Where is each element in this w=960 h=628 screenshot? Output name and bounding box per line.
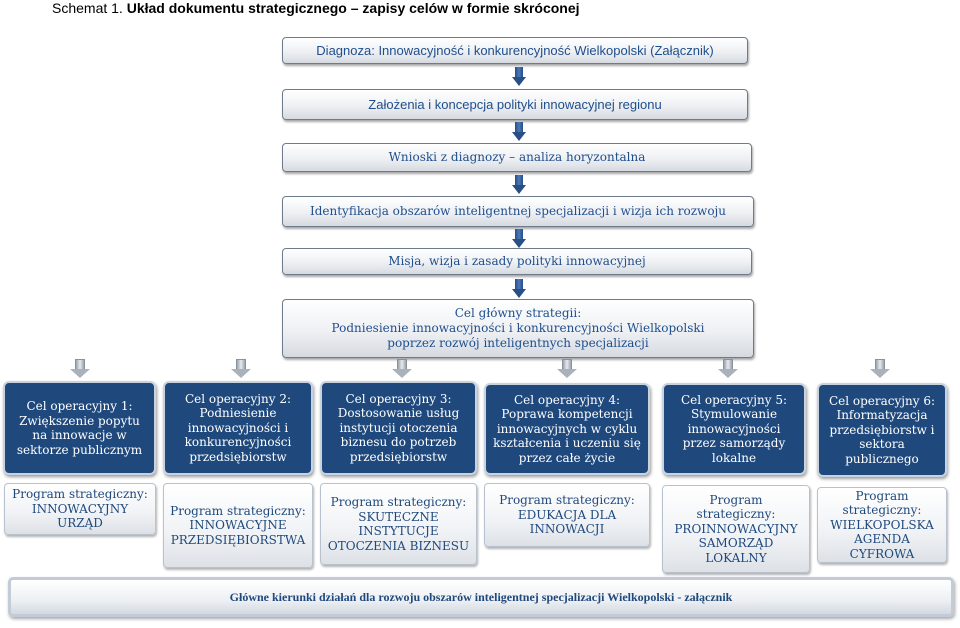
main-directions-text: Główne kierunki działań dla rozwoju obsz… bbox=[229, 589, 733, 604]
operational-goal-1: Cel operacyjny 1: Zwiększenie popytu na … bbox=[3, 381, 156, 475]
flow-step-label: Wnioski z diagnozy – analiza horyzontaln… bbox=[388, 150, 646, 164]
operational-goal-text: Cel operacyjny 2: Podniesienie innowacyj… bbox=[184, 391, 292, 464]
caption-title: Układ dokumentu strategicznego – zapisy … bbox=[126, 0, 580, 16]
flow-step-label: Misja, wizja i zasady polityki innowacyj… bbox=[388, 254, 646, 268]
strategic-program-2: Program strategiczny: INNOWACYJNE PRZEDS… bbox=[163, 483, 313, 568]
main-goal-heading: Cel główny strategii: bbox=[454, 306, 582, 320]
program-name: INNOWACYJNY URZĄD bbox=[31, 501, 129, 531]
down-arrow-icon bbox=[70, 359, 90, 379]
operational-goal-6: Cel operacyjny 6: Informatyzacja przedsi… bbox=[817, 383, 947, 477]
strategic-program-4: Program strategiczny: EDUKACJA DLA INNOW… bbox=[484, 483, 650, 547]
down-arrow-icon bbox=[512, 279, 526, 299]
program-label: Program strategiczny: bbox=[696, 492, 776, 522]
strategic-program-3: Program strategiczny: SKUTECZNE INSTYTUC… bbox=[320, 483, 477, 565]
flow-step-mission: Misja, wizja i zasady polityki innowacyj… bbox=[282, 248, 752, 275]
main-goal-box: Cel główny strategii: Podniesienie innow… bbox=[282, 299, 754, 358]
down-arrow-icon bbox=[512, 175, 526, 195]
program-name: WIELKOPOLSKA AGENDA CYFROWA bbox=[830, 517, 934, 561]
program-label: Program strategiczny: bbox=[170, 503, 306, 518]
operational-goal-text: Cel operacyjny 5: Stymulowanie innowacyj… bbox=[680, 392, 788, 465]
operational-goal-text: Cel operacyjny 1: Zwiększenie popytu na … bbox=[16, 399, 143, 457]
operational-goal-text: Cel operacyjny 4: Poprawa kompetencji in… bbox=[493, 392, 641, 465]
flow-step-label: Identyfikacja obszarów inteligentnej spe… bbox=[309, 204, 727, 218]
strategic-program-1: Program strategiczny: INNOWACYJNY URZĄD bbox=[4, 483, 156, 535]
down-arrow-icon bbox=[231, 359, 251, 379]
down-arrow-icon bbox=[870, 359, 890, 379]
main-directions-bar: Główne kierunki działań dla rozwoju obsz… bbox=[8, 577, 954, 617]
down-arrow-icon bbox=[557, 359, 577, 379]
program-name: SKUTECZNE INSTYTUCJE OTOCZENIA BIZNESU bbox=[327, 509, 470, 553]
down-arrow-icon bbox=[512, 67, 526, 87]
down-arrow-icon bbox=[512, 122, 526, 142]
program-label: Program strategiczny: bbox=[12, 487, 148, 502]
operational-goal-text: Cel operacyjny 3: Dostosowanie usług ins… bbox=[337, 391, 460, 464]
program-label: Program strategiczny: bbox=[499, 493, 635, 508]
flow-step-label: Diagnoza: Innowacyjność i konkurencyjnoś… bbox=[316, 43, 714, 58]
flow-step-identification: Identyfikacja obszarów inteligentnej spe… bbox=[282, 196, 754, 227]
operational-goal-2: Cel operacyjny 2: Podniesienie innowacyj… bbox=[163, 381, 313, 475]
program-name: EDUKACJA DLA INNOWACJI bbox=[517, 507, 617, 537]
down-arrow-icon bbox=[392, 359, 412, 379]
flow-step-assumptions: Założenia i koncepcja polityki innowacyj… bbox=[282, 89, 748, 120]
flow-step-diagnosis: Diagnoza: Innowacyjność i konkurencyjnoś… bbox=[282, 37, 748, 64]
program-label: Program strategiczny: bbox=[842, 488, 922, 518]
flow-step-conclusions: Wnioski z diagnozy – analiza horyzontaln… bbox=[282, 143, 752, 172]
down-arrow-icon bbox=[718, 359, 738, 379]
main-goal-line: poprzez rozwój inteligentnych specjaliza… bbox=[387, 336, 649, 350]
caption-prefix: Schemat 1. bbox=[52, 0, 123, 16]
down-arrow-icon bbox=[512, 229, 526, 249]
diagram-caption: Schemat 1. Układ dokumentu strategiczneg… bbox=[52, 0, 580, 16]
operational-goal-5: Cel operacyjny 5: Stymulowanie innowacyj… bbox=[662, 383, 806, 475]
main-goal-line: Podniesienie innowacyjności i konkurency… bbox=[331, 321, 705, 335]
flow-step-label: Założenia i koncepcja polityki innowacyj… bbox=[368, 97, 662, 112]
operational-goal-4: Cel operacyjny 4: Poprawa kompetencji in… bbox=[484, 383, 650, 475]
operational-goal-3: Cel operacyjny 3: Dostosowanie usług ins… bbox=[320, 381, 477, 475]
strategic-program-6: Program strategiczny: WIELKOPOLSKA AGEND… bbox=[817, 487, 947, 563]
program-name: INNOWACYJNE PRZEDSIĘBIORSTWA bbox=[170, 518, 306, 547]
program-name: PROINNOWACYJNY SAMORZĄD LOKALNY bbox=[674, 521, 798, 565]
strategic-program-5: Program strategiczny: PROINNOWACYJNY SAM… bbox=[662, 485, 810, 573]
operational-goal-text: Cel operacyjny 6: Informatyzacja przedsi… bbox=[828, 393, 936, 466]
program-label: Program strategiczny: bbox=[330, 495, 467, 509]
